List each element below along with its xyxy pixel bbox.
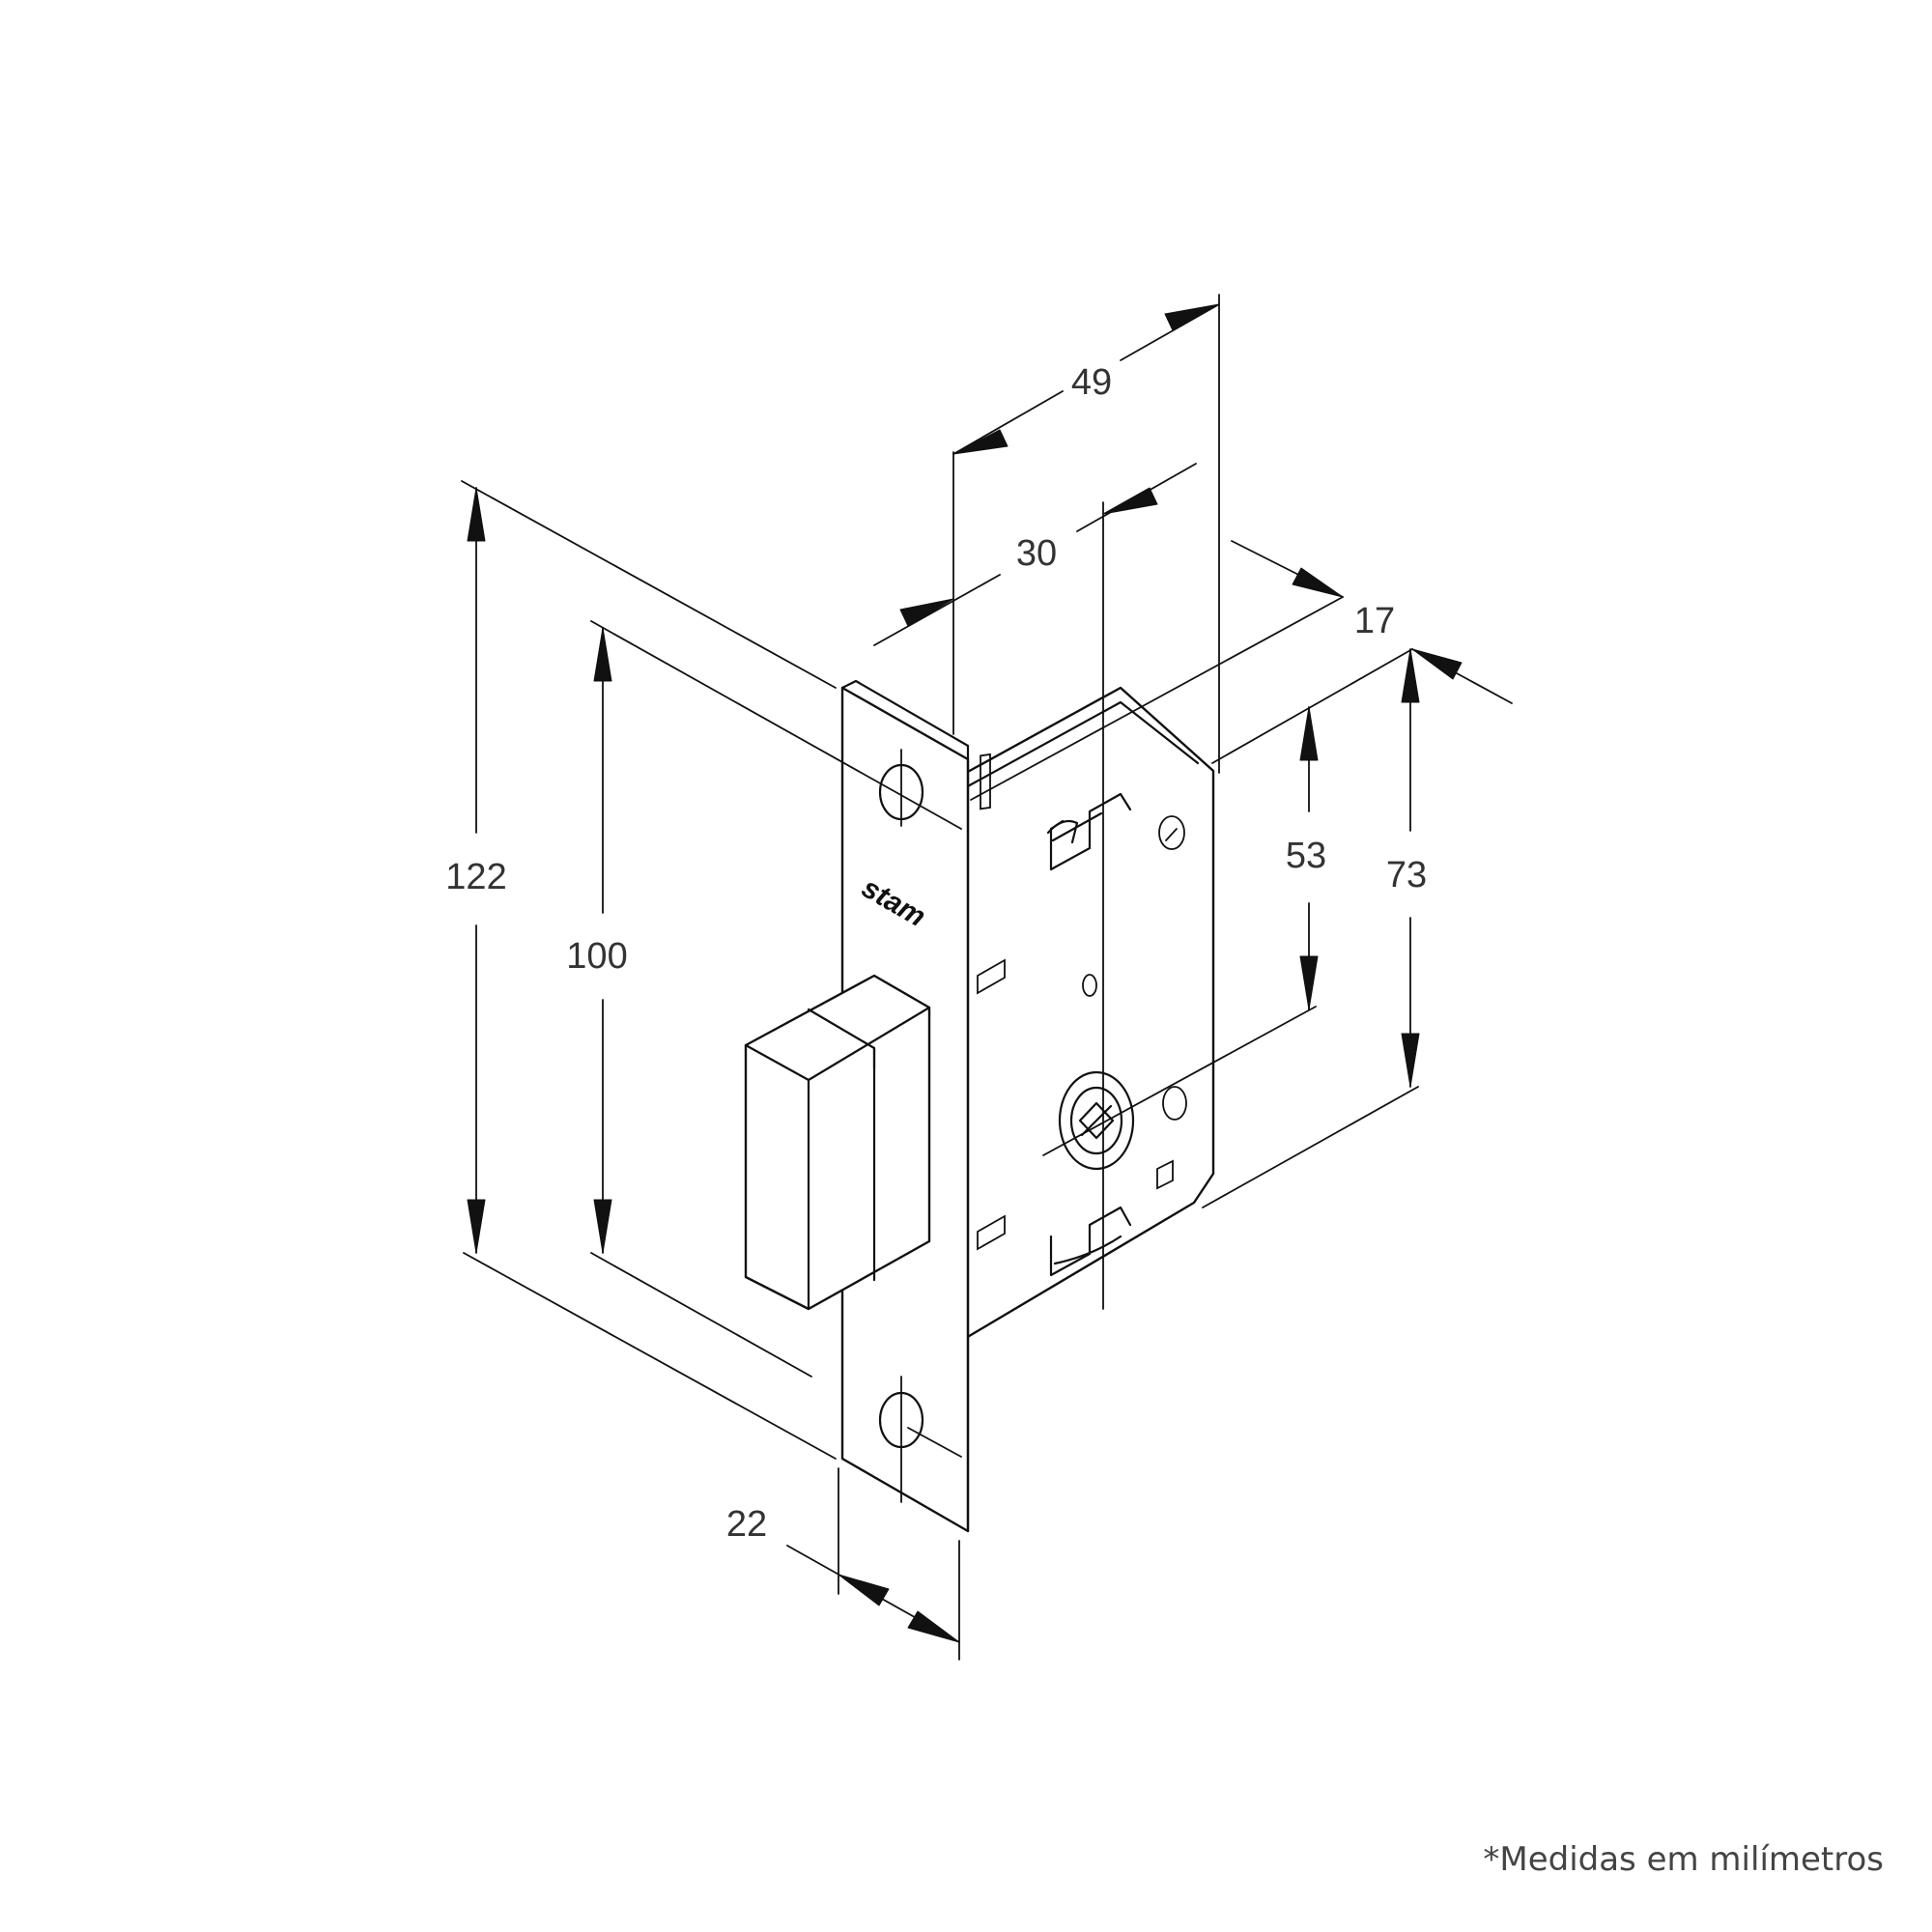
dimension-overall-depth: 49 bbox=[952, 294, 1220, 774]
dimension-spindle-to-latch: 53 bbox=[1286, 706, 1326, 1010]
dimension-label-53: 53 bbox=[1286, 836, 1326, 876]
dimension-screw-spacing: 100 bbox=[566, 620, 962, 1458]
screw-bottom bbox=[878, 1376, 924, 1503]
faceplate: stam bbox=[744, 679, 970, 1533]
dimension-label-100: 100 bbox=[566, 936, 627, 977]
dimension-label-17: 17 bbox=[1354, 601, 1395, 641]
dimension-backset: 30 bbox=[873, 463, 1197, 646]
dimension-label-122: 122 bbox=[445, 857, 506, 897]
screw-top bbox=[878, 749, 924, 827]
dimension-label-22: 22 bbox=[726, 1504, 767, 1545]
units-footnote: *Medidas em milímetros bbox=[1483, 1840, 1884, 1879]
dimension-label-73: 73 bbox=[1386, 855, 1427, 895]
dimension-case-height: 73 bbox=[1202, 648, 1427, 1208]
lock-case bbox=[964, 501, 1317, 1340]
dimension-total-height: 122 bbox=[445, 480, 837, 1460]
spindle-hub bbox=[1058, 1070, 1135, 1171]
dimension-faceplate-width: 22 bbox=[726, 1467, 960, 1661]
latch-bolt bbox=[744, 974, 931, 1311]
dimension-label-30: 30 bbox=[1016, 533, 1057, 574]
dimension-case-thickness: 17 bbox=[970, 540, 1513, 801]
dimension-label-49: 49 bbox=[1071, 362, 1112, 403]
